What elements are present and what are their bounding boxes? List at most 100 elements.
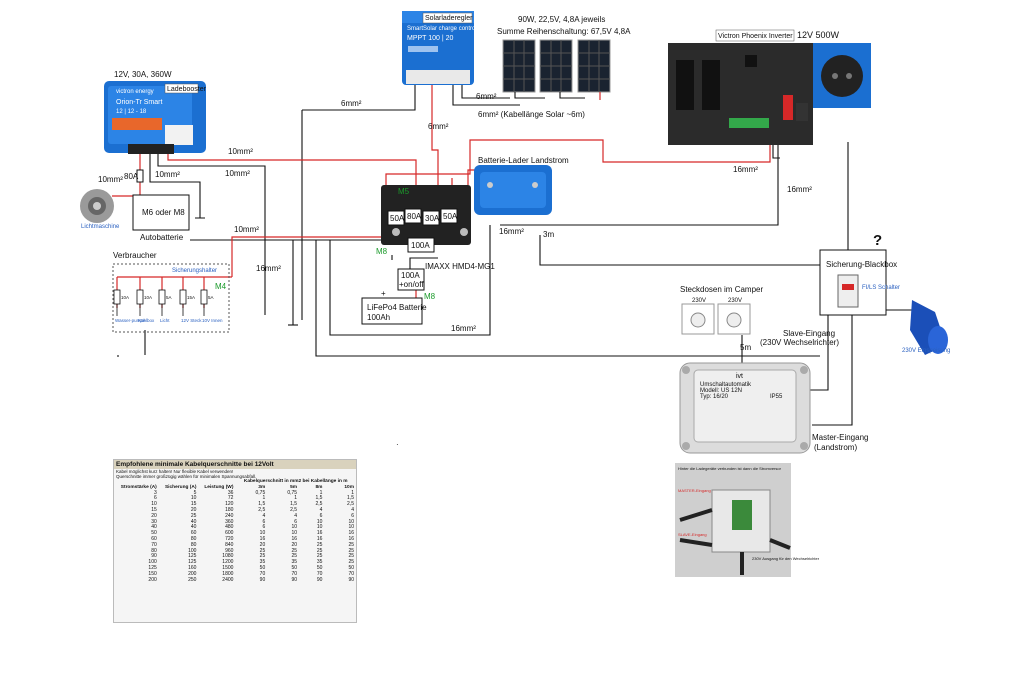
table-cell: 360 — [225, 518, 234, 525]
table-cell: 4 — [294, 512, 298, 519]
socket-2: 230V — [717, 298, 751, 335]
lifepo-label: LiFePo4 Batterie — [367, 303, 427, 312]
master-label: Master-Eingang — [812, 433, 868, 442]
table-cell: 70 — [151, 541, 157, 548]
lifepo-ah: 100Ah — [367, 313, 390, 322]
table-cell: 2,5 — [258, 506, 266, 513]
table-cell: 0,75 — [287, 489, 298, 496]
svg-text:16mm²: 16mm² — [499, 227, 524, 236]
table-cell: 240 — [225, 512, 234, 519]
wire-labels: 10mm² 10mm² 10mm² 10mm² 10mm² 6mm² 6mm² … — [98, 92, 812, 449]
consumer-name: 12V Steck — [181, 318, 202, 323]
consumer-name: 10V Innen — [202, 318, 223, 323]
marker-m8-a: M8 — [376, 247, 388, 256]
table-cell: 10 — [151, 501, 157, 508]
table-cell: 1,5 — [290, 501, 298, 508]
table-cell: 40 — [151, 524, 157, 531]
table-cell: 25 — [348, 541, 354, 548]
svg-text:(Landstrom): (Landstrom) — [814, 443, 857, 452]
table-cell: 2,5 — [347, 501, 354, 508]
table-cell: 35 — [259, 559, 266, 566]
table-cell: 600 — [225, 530, 234, 537]
solar-panel-2 — [539, 39, 573, 93]
table-cell: 90 — [259, 576, 266, 583]
table-cell: 80 — [190, 535, 197, 542]
ats-brand: ivt — [736, 373, 743, 380]
table-header-cell: 10m — [344, 484, 354, 490]
table-cell: 10 — [291, 524, 298, 531]
svg-text:10mm²: 10mm² — [234, 225, 259, 234]
fuse-30a: 30A — [425, 214, 440, 223]
sockets-label: Steckdosen im Camper — [680, 285, 763, 294]
table-cell: 6 — [262, 518, 266, 525]
shore-charger-label: Batterie-Lader Landstrom — [478, 156, 569, 165]
svg-text:16mm²: 16mm² — [451, 324, 476, 333]
table-cell: 90 — [316, 576, 323, 583]
consumer-fuse: 5A — [166, 295, 172, 300]
table-cell: 1080 — [222, 553, 234, 560]
svg-text:230V: 230V — [728, 298, 742, 304]
consumer-item: 15A 12V Steck — [179, 289, 202, 323]
alternator-label: Lichtmaschine — [81, 224, 120, 230]
fuse-100a: 100A — [411, 241, 430, 250]
table-cell: 90 — [291, 576, 298, 583]
table-cell: 480 — [225, 524, 234, 531]
table-cell: 25 — [291, 547, 298, 554]
table-cell: 16 — [291, 535, 298, 542]
table-cell: 1 — [262, 495, 266, 502]
battery-switch: 100A +on/off — [397, 268, 425, 291]
solar-panel-3 — [577, 39, 611, 93]
wiring-photo: Hinter die Ladegeräte verbunden ist dann… — [675, 463, 820, 577]
table-cell: 35 — [291, 559, 298, 566]
table-cell: 1500 — [222, 564, 234, 571]
table-cell: 6 — [262, 524, 266, 531]
svg-text:230V: 230V — [692, 298, 706, 304]
table-cell: 100 — [188, 547, 197, 554]
svg-text:5m: 5m — [740, 343, 751, 352]
consumer-fuse: 15A — [187, 295, 195, 300]
booster-model: 12 | 12 - 18 — [116, 109, 147, 115]
table-cell: 1 — [319, 489, 323, 496]
inverter-name: Victron Phoenix Inverter — [718, 33, 793, 40]
group-header: Kabelquerschnitt in mm2 bei Kabellänge i… — [243, 479, 348, 484]
table-cell: 25 — [316, 541, 323, 548]
table-note-1: Kabel möglichst kurz halten! Nur flexibl… — [116, 469, 234, 474]
table-cell: 6 — [351, 512, 354, 519]
table-cell: 70 — [259, 570, 266, 577]
table-cell: 2400 — [222, 576, 234, 583]
table-cell: 60 — [190, 530, 197, 537]
table-cell: 4 — [262, 512, 266, 519]
table-cell: 16 — [348, 530, 354, 537]
fuse-80a: 80A — [407, 212, 422, 221]
table-cell: 25 — [348, 547, 354, 554]
table-cell: 30 — [151, 518, 157, 525]
table-cell: 10 — [259, 530, 266, 537]
marker-m8-b: M8 — [424, 292, 436, 301]
table-cell: 50 — [259, 564, 266, 571]
m6m8-label: M6 oder M8 — [142, 208, 185, 217]
table-cell: 16 — [316, 530, 323, 537]
table-cell: 15 — [151, 506, 157, 513]
table-cell: 80 — [151, 547, 157, 554]
slave-label: Slave-Eingang — [783, 329, 835, 338]
table-cell: 20 — [259, 541, 266, 548]
table-cell: 150 — [148, 570, 157, 577]
table-cell: 36 — [227, 489, 234, 496]
svg-text:Hinter die Ladegeräte verbunde: Hinter die Ladegeräte verbunden ist dann… — [678, 466, 782, 471]
svg-text:IP55: IP55 — [770, 394, 783, 400]
table-cell: 80 — [190, 541, 197, 548]
solar-controller-sub: SmartSolar charge controller — [407, 26, 483, 32]
table-cell: 2,5 — [290, 506, 298, 513]
table-cell: 200 — [188, 570, 197, 577]
consumer-name: Kühlbox — [138, 318, 155, 323]
table-header-cell: 8m — [315, 484, 323, 490]
table-cell: 40 — [190, 518, 197, 525]
